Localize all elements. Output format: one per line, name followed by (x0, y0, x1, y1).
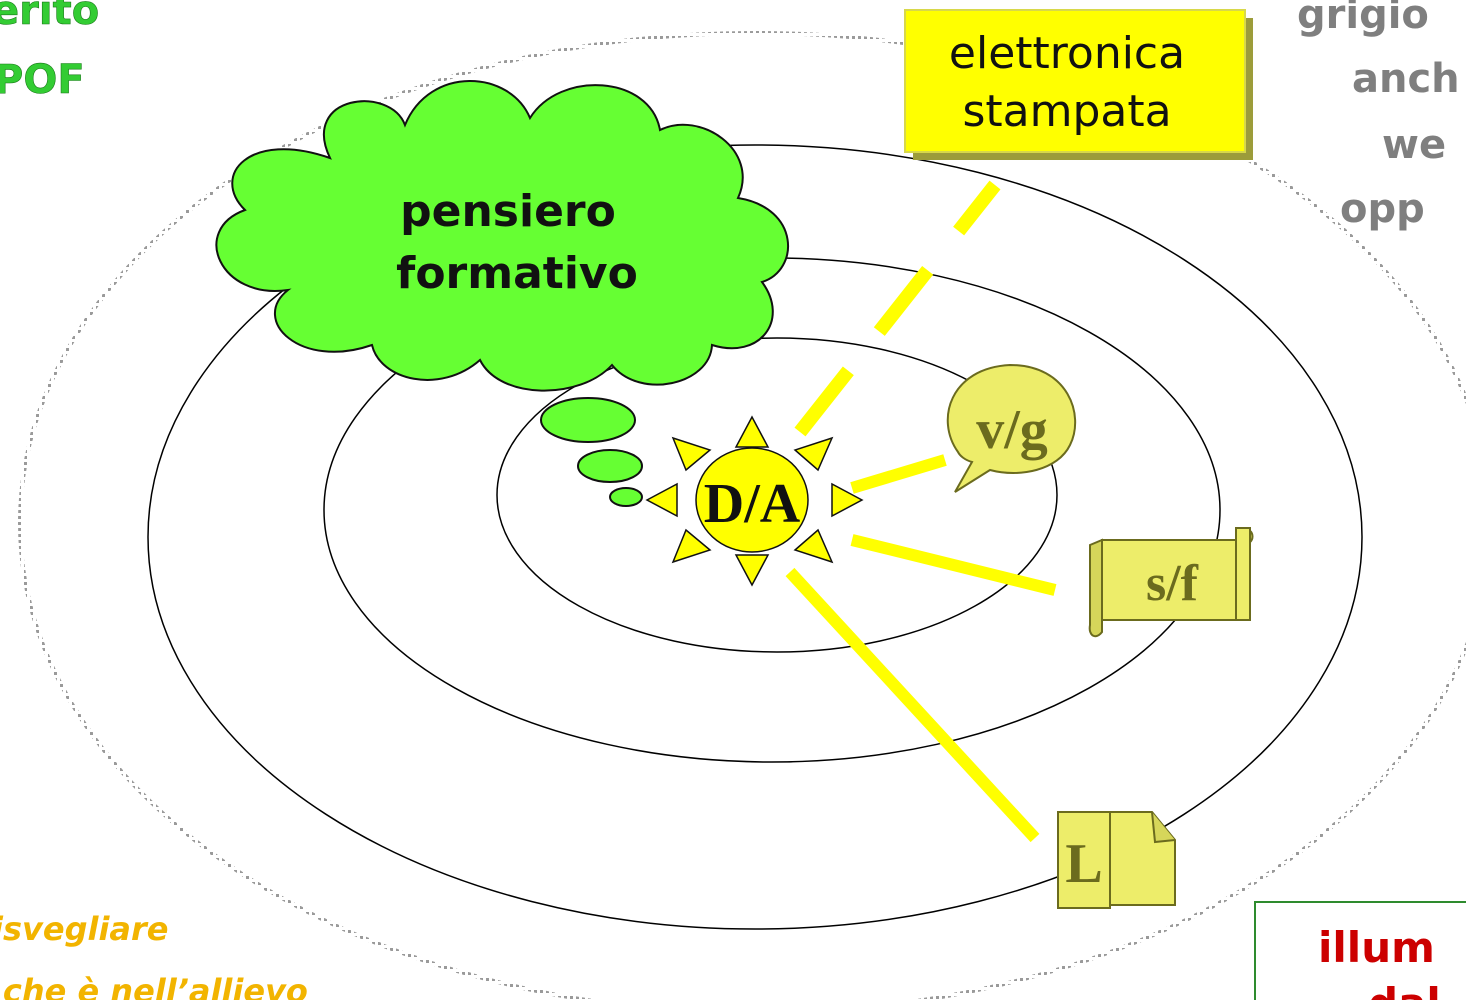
electronic-print-box: elettronica stampata (904, 9, 1253, 160)
speech-label: v/g (976, 399, 1048, 461)
sun-label: D/A (704, 473, 801, 535)
thought-bubble-large (540, 397, 636, 443)
page-icon: L (1057, 811, 1176, 909)
bottom-right-text-line1: illum (1318, 923, 1435, 972)
thought-bubble-small (609, 487, 643, 507)
bottom-right-text-line2: dal (1368, 979, 1441, 1000)
ray-to-scroll (850, 534, 1057, 596)
bottom-right-box (1254, 901, 1466, 1000)
cloud-label-line1: pensiero (400, 186, 616, 237)
cloud-label-line2: formativo (396, 248, 638, 299)
electronic-label-line1: elettronica (949, 28, 1185, 79)
ray-to-electronic (794, 180, 1001, 437)
electronic-label-line2: stampata (962, 86, 1171, 137)
outer-orbit-ring (18, 31, 1466, 1000)
bottom-left-text-line1: isvegliare (0, 910, 169, 948)
thought-cloud: pensiero formativo (215, 80, 789, 507)
top-right-text-line1: grigio (1297, 0, 1429, 38)
top-right-text-line3: we (1382, 122, 1446, 168)
sun-icon: D/A (645, 415, 864, 587)
orbit-ring-3 (147, 144, 1363, 930)
bottom-left-text-line2: e che è nell’allievo (0, 972, 308, 1000)
scroll-icon: s/f (1088, 527, 1254, 638)
top-right-text-line2: anch (1352, 56, 1460, 102)
speech-bubble-icon: v/g (946, 363, 1077, 493)
thought-bubble-medium (577, 449, 643, 483)
top-left-text-line2: POF (0, 57, 85, 103)
top-left-text-line1: erito (0, 0, 99, 34)
scroll-label: s/f (1146, 555, 1199, 612)
page-label: L (1065, 833, 1102, 895)
ray-to-page (785, 567, 1040, 843)
orbit-ring-1 (496, 337, 1058, 653)
ray-to-speech (850, 454, 947, 494)
top-right-text-line4: opp (1340, 186, 1425, 232)
